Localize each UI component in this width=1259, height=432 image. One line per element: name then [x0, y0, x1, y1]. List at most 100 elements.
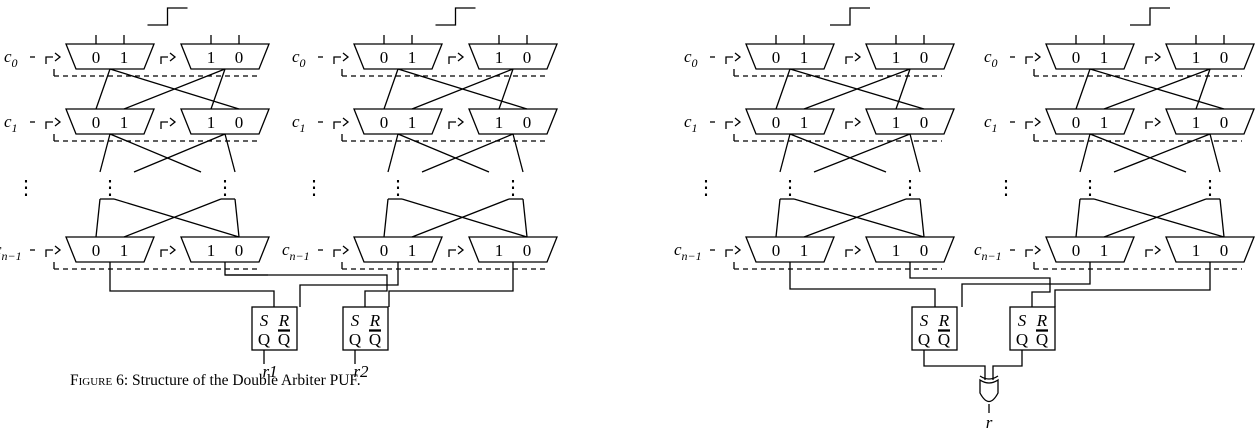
right-pair0-chain0-stage1-mux-upper-select-arrow: [734, 117, 742, 127]
left-pair0-chain1-stage0-challenge-label: c0: [292, 47, 306, 70]
left-pair0-chain0-stage0-mux-upper-input-0-label: 0: [92, 48, 101, 67]
left-arbiter-1-r-label: R: [278, 311, 290, 330]
left-pair0-chain0-stage0-mux-lower-input-0-label: 1: [207, 48, 216, 67]
right-pair0-chain1-stage2-mux-upper-input-1-label: 1: [1100, 241, 1109, 260]
right-pair0-chain0-stage1-mux-lower: [865, 108, 955, 135]
right-pair0-chain0-stage0-mux-lower-input-0-label: 1: [892, 48, 901, 67]
left-pair0-chain0-stage1-mux-lower: [180, 108, 270, 135]
left-pair0-chain1-stage1-challenge-label: c1: [292, 112, 306, 135]
left-route: [224, 262, 388, 307]
right-pair0-chain1-stage2-mux-upper: [1045, 236, 1135, 263]
figure-caption: Figure 6: Structure of the Double Arbite…: [70, 372, 361, 390]
left-pair0-chain0-stage2-mux-upper-select-bracket: [45, 249, 53, 257]
right-pair0-chain0-wire: [793, 198, 925, 238]
left-pair0-chain1-stage0-mux-lower-select-arrow: [457, 52, 465, 62]
left-pair0-chain0-wire: [133, 133, 226, 173]
right-pair0-chain0-ellipsis-1: ⋮: [780, 177, 800, 199]
left-pair0-chain1-stage2-mux-lower-input-1-label: 0: [523, 241, 532, 260]
left-pair0-chain1-stage1-mux-lower-select-arrow: [457, 117, 465, 127]
right-output-label: r: [986, 413, 993, 432]
left-output-2-label: r2: [353, 362, 369, 381]
left-pair0-chain0-stage2-mux-lower-input-0-label: 1: [207, 241, 216, 260]
right-pair0-chain0-stage1-mux-lower-input-1-label: 0: [920, 113, 929, 132]
right-pair0-chain0-stage0-mux-lower-select-bracket: [845, 56, 853, 64]
left-arbiter-1-s-label: S: [260, 311, 269, 330]
left-pair0-chain0-stage0-mux-upper-input-1-label: 1: [120, 48, 129, 67]
left-pair0-chain1-wire: [383, 68, 399, 110]
right-pair0-chain1-stage0-mux-upper-input-0-label: 0: [1072, 48, 1081, 67]
left-pair0-chain1-stage2-mux-upper-select-arrow: [342, 245, 350, 255]
left-arbiter-1-q-label: Q: [258, 330, 270, 349]
right-pair0-chain0-stage2-mux-lower: [865, 236, 955, 263]
left-pair0-chain1-stage2-mux-upper-input-1-label: 1: [408, 241, 417, 260]
right-pair0-chain1-stage0-mux-lower: [1165, 43, 1255, 70]
right-pair0-chain0-wire: [803, 68, 911, 110]
left-pair0-chain0-stage1-challenge-label: c1: [4, 112, 18, 135]
left-pair0-chain1-wire: [421, 133, 514, 173]
right-pair0-chain0-stage1-mux-upper-input-1-label: 1: [800, 113, 809, 132]
right-pair0-chain1-stage0-mux-upper: [1045, 43, 1135, 70]
right-pair0-chain1-stage1-mux-lower-select-bracket: [1145, 121, 1153, 129]
left-pair0-chain0-stage1-mux-lower-input-0-label: 1: [207, 113, 216, 132]
left-arbiter-2-q-label: Q: [349, 330, 361, 349]
right-pair0-chain1-stage1-challenge-label: c1: [984, 112, 998, 135]
figure-label: Figure 6: [70, 372, 124, 389]
left-pair0-chain0-ellipsis-1: ⋮: [100, 177, 120, 199]
right-pair0-chain1-wire: [1075, 68, 1091, 110]
left-pair0-chain1-stage1-challenge-label-subscript: 1: [300, 121, 306, 135]
right-pair0-chain0-stage0-challenge-label-subscript: 0: [692, 56, 698, 70]
left-pair0-chain0-stage1-mux-lower-input-1-label: 0: [235, 113, 244, 132]
right-pair0-chain0-stage2-mux-upper-input-0-label: 0: [772, 241, 781, 260]
right-pair0-chain1-stage0-mux-lower-select-bracket: [1145, 56, 1153, 64]
right-arbiter-1-r-label: R: [938, 311, 950, 330]
left-route: [109, 262, 275, 307]
right-pair0-chain0-stage0-mux-lower: [865, 43, 955, 70]
right-pair0-chain1-stage2-mux-upper-select-arrow: [1034, 245, 1042, 255]
left-pair0-chain1-stage1-mux-upper-input-1-label: 1: [408, 113, 417, 132]
right-pair0-chain1-stage2-challenge-label-subscript: n−1: [982, 249, 1002, 263]
right-arbiter-2-r-label: R: [1036, 311, 1048, 330]
right-pair0-chain1-stage2-mux-lower-input-0-label: 1: [1192, 241, 1201, 260]
left-pair0-chain1-wire: [512, 133, 524, 173]
left-pair0-chain1-stage2-mux-lower-select-arrow: [457, 245, 465, 255]
right-pair0-chain1-ellipsis-1: ⋮: [1080, 177, 1100, 199]
left-pair0-chain1-stage0-mux-lower-select-bracket: [448, 56, 456, 64]
left-pair0-chain1-stage2-challenge-label-subscript: n−1: [290, 249, 310, 263]
right-pair0-chain0-wire: [909, 133, 921, 173]
right-arbiter-1-s-label: S: [920, 311, 929, 330]
right-pair0-chain0-stage2-mux-lower-input-1-label: 0: [920, 241, 929, 260]
right-pair0-chain0-stage0-mux-lower-input-1-label: 0: [920, 48, 929, 67]
left-pair0-chain1-stage1-mux-upper: [353, 108, 443, 135]
right-pair0-chain0-stage0-mux-upper-input-1-label: 1: [800, 48, 809, 67]
left-output-1-label: r1: [262, 362, 277, 381]
right-pair0-chain0-stage1-challenge-label: c1: [684, 112, 698, 135]
left-pair0-chain0-wire: [109, 133, 202, 173]
left-pair0-chain1-stage2-mux-upper: [353, 236, 443, 263]
right-pair0-chain1-stage0-mux-upper-select-bracket: [1025, 56, 1033, 64]
right-pair0-chain0-wire: [789, 133, 887, 173]
right-pair0-chain1-stage1-mux-upper-input-0-label: 0: [1072, 113, 1081, 132]
right-arbiter-2-s-label: S: [1018, 311, 1027, 330]
left-pair0-chain0-wire: [95, 68, 111, 110]
right-arbiter-2: [1009, 306, 1056, 351]
left-pair0-chain0-stage0-mux-lower-select-arrow: [169, 52, 177, 62]
right-pair0-chain1-wire: [1113, 133, 1211, 173]
right-pair0-chain1-step-input-icon: [1130, 7, 1170, 26]
right-pair0-chain1-stage2-mux-lower-select-arrow: [1154, 245, 1162, 255]
right-pair0-chain1-stage0-mux-upper-select-arrow: [1034, 52, 1042, 62]
left-pair0-chain0-wire: [95, 198, 101, 238]
right-pair0-chain0-stage2-challenge-label-subscript: n−1: [682, 249, 702, 263]
left-pair0-chain0-wire: [123, 198, 222, 238]
right-pair0-chain1-stage1-mux-lower-input-1-label: 0: [1220, 113, 1229, 132]
right-pair0-chain0-wire: [779, 133, 791, 173]
right-pair0-chain1-wire: [1093, 198, 1225, 238]
left-arbiter-2-s-label: S: [351, 311, 360, 330]
right-pair0-chain0-wire: [775, 68, 791, 110]
right-pair0-chain1-wire: [1075, 198, 1081, 238]
left-pair0-chain1-stage0-challenge-label-subscript: 0: [300, 56, 306, 70]
right-arbiter-1-qbar-label: Q: [938, 330, 950, 349]
right-pair0-chain1-wire: [1219, 198, 1225, 238]
right-pair0-chain1-stage2-challenge-label: cn−1: [974, 240, 1002, 263]
right-arbiter-2-qbar-label: Q: [1036, 330, 1048, 349]
